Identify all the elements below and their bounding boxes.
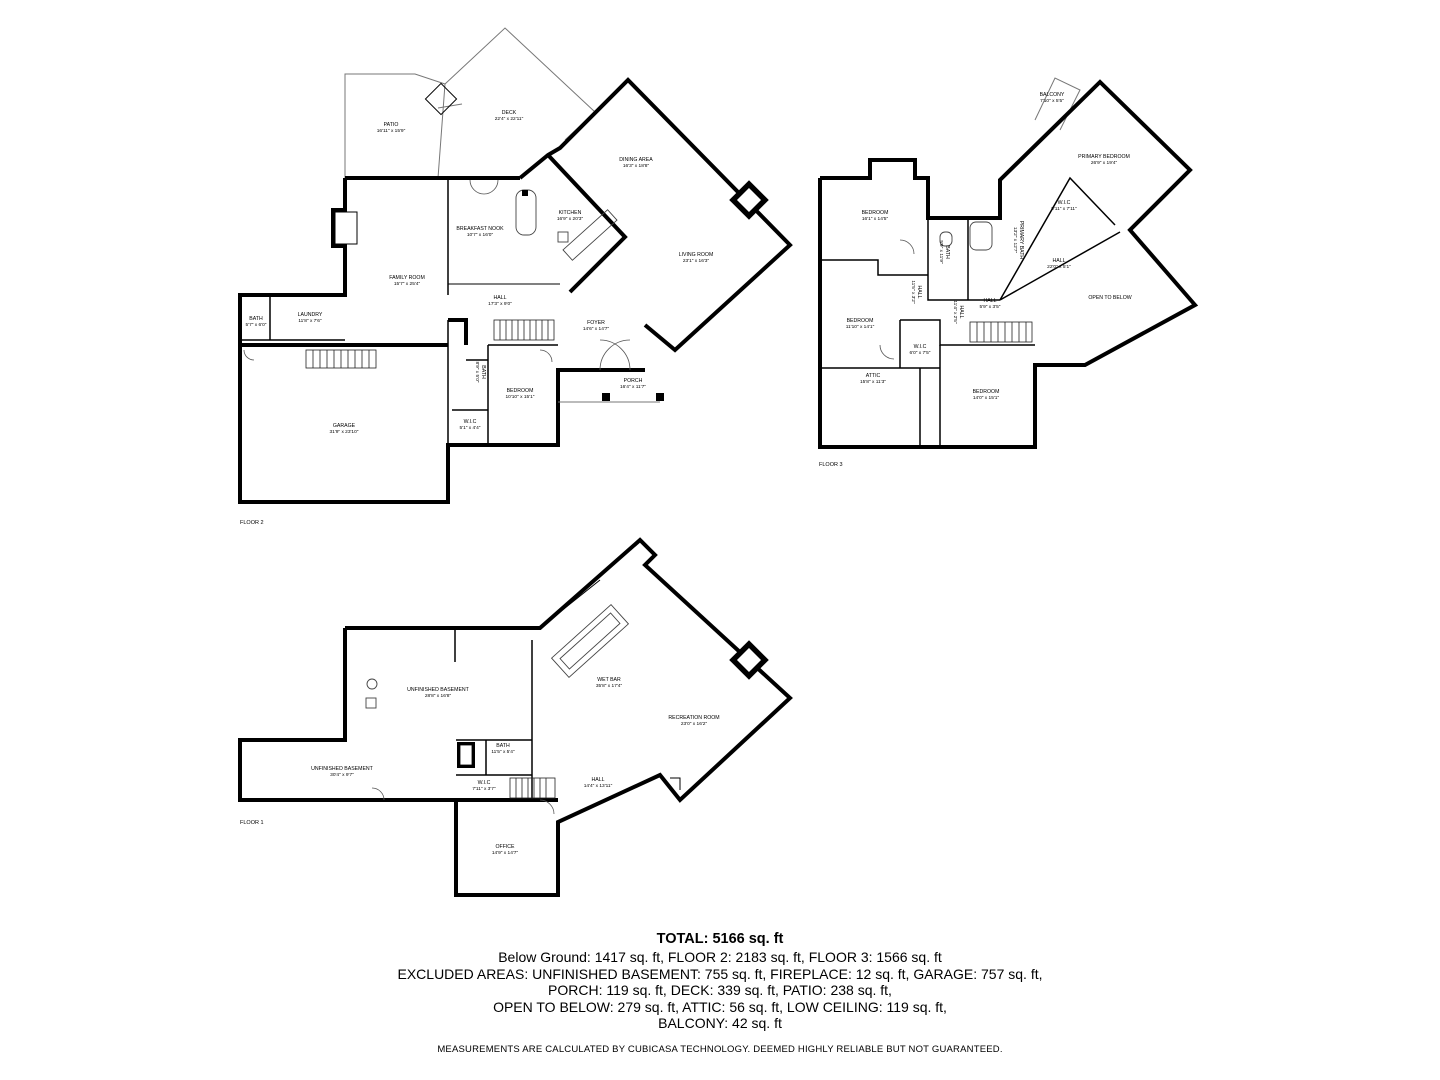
room-dims: 16'11" x 15'9"	[377, 128, 406, 134]
room-dims: 11'5" x 3'2"	[910, 280, 916, 304]
room-dims: 16'9" x 20'3"	[557, 216, 584, 222]
room-name: BATH	[249, 316, 263, 322]
room-dims: 16'1" x 14'5"	[862, 216, 889, 222]
room-dims: 10'7" x 16'0"	[467, 232, 494, 238]
room-dims: 7'10" x 5'5"	[1040, 98, 1064, 104]
room-name: BEDROOM	[862, 210, 889, 216]
room-name: BEDROOM	[507, 388, 534, 394]
room-name: FAMILY ROOM	[389, 275, 425, 281]
room-name: W.I.C	[914, 344, 927, 350]
room-dims: 5'1" x 4'4"	[460, 425, 481, 431]
room-name: HALL	[592, 777, 605, 783]
floor-1-plan	[238, 537, 793, 897]
room-name: HALL	[984, 298, 997, 304]
room-dims: 5'9" x 3'5"	[980, 304, 1001, 310]
room-dims: 15'8" x 11'3"	[860, 379, 886, 385]
room-dims: 9'11" x 7'11"	[1051, 206, 1077, 212]
summary-line: OPEN TO BELOW: 279 sq. ft, ATTIC: 56 sq.…	[493, 998, 947, 1015]
room-dims: 16'4" x 11'7"	[620, 384, 646, 390]
room-name: OPEN TO BELOW	[1088, 295, 1131, 301]
room-name: FOYER	[587, 320, 605, 326]
room-name: PRIMARY BEDROOM	[1078, 154, 1130, 160]
room-name: BALCONY	[1040, 92, 1065, 98]
floor-2-labels: PATIO 16'11" x 15'9" DECK 22'4" x 22'11"…	[240, 110, 713, 526]
room-dims: 11'10" x 14'1"	[846, 324, 875, 330]
room-name: BEDROOM	[973, 389, 1000, 395]
floor-label: FLOOR 3	[819, 462, 843, 468]
area-summary: TOTAL: 5166 sq. ft Below Ground: 1417 sq…	[0, 930, 1440, 1032]
room-dims: 11'5" x 5'4"	[491, 749, 515, 755]
room-name: OFFICE	[495, 844, 515, 850]
room-dims: 30'4" x 9'7"	[330, 772, 354, 778]
room-dims: 11'4" x 2'5"	[952, 300, 958, 324]
room-name: PORCH	[624, 378, 643, 384]
room-dims: 5'7" x 6'0"	[246, 322, 267, 328]
room-name: GARAGE	[333, 423, 356, 429]
room-name: DINING AREA	[619, 157, 653, 163]
room-dims: 13'2" x 12'7"	[1012, 227, 1018, 254]
room-name: BREAKFAST NOOK	[456, 226, 504, 232]
room-name: BATH	[480, 365, 486, 379]
summary-line: PORCH: 119 sq. ft, DECK: 339 sq. ft, PAT…	[548, 982, 892, 998]
room-name: W.I.C	[464, 419, 477, 425]
floor-label: FLOOR 1	[240, 820, 264, 826]
room-dims: 11'8" x 7'6"	[298, 318, 322, 324]
room-dims: 14'9" x 14'7"	[492, 850, 519, 856]
room-name: DECK	[502, 110, 517, 116]
summary-line: EXCLUDED AREAS: UNFINISHED BASEMENT: 755…	[397, 965, 1043, 982]
room-name: UNFINISHED BASEMENT	[407, 687, 470, 693]
room-name: HALL	[958, 306, 964, 319]
room-dims: 10'10" x 15'1"	[506, 394, 535, 400]
room-dims: 8'9" x 5'0"	[474, 362, 480, 383]
room-dims: 17'3" x 9'0"	[488, 301, 512, 307]
room-name: W.I.C	[1058, 200, 1071, 206]
room-dims: 22'4" x 22'11"	[495, 116, 524, 122]
floor-2-plan	[238, 27, 793, 504]
room-name: LIVING ROOM	[679, 252, 714, 258]
room-dims: 14'4" x 13'11"	[584, 783, 613, 789]
room-dims: 23'0" x 16'2"	[681, 721, 708, 727]
room-name: ATTIC	[866, 373, 881, 379]
room-name: RECREATION ROOM	[668, 715, 719, 721]
room-name: LAUNDRY	[298, 312, 323, 318]
total-area: TOTAL: 5166 sq. ft	[656, 931, 784, 947]
summary-line: Below Ground: 1417 sq. ft, FLOOR 2: 2183…	[498, 949, 942, 965]
room-name: KITCHEN	[559, 210, 582, 216]
room-name: WET BAR	[597, 677, 621, 683]
room-dims: 14'0" x 15'1"	[973, 395, 1000, 401]
room-name: BATH	[944, 245, 950, 259]
room-name: UNFINISHED BASEMENT	[311, 766, 374, 772]
floor-3-plan	[818, 77, 1199, 449]
room-name: BEDROOM	[847, 318, 874, 324]
room-name: BATH	[496, 743, 510, 749]
floor-3-labels: BALCONY 7'10" x 5'5" PRIMARY BEDROOM 26'…	[819, 92, 1132, 468]
room-dims: 35'8" x 17'4"	[596, 683, 623, 689]
room-dims: 28'8" x 16'8"	[425, 693, 452, 699]
room-dims: 16'3" x 18'8"	[623, 163, 650, 169]
room-dims: 14'6" x 14'7"	[583, 326, 610, 332]
room-dims: 31'9" x 23'10"	[330, 429, 359, 435]
floor-1-labels: UNFINISHED BASEMENT 28'8" x 16'8" UNFINI…	[240, 677, 720, 856]
room-name: W.I.C	[478, 780, 491, 786]
summary-line: BALCONY: 42 sq. ft	[658, 1015, 782, 1031]
room-dims: 5'9" x 11'9"	[938, 240, 944, 264]
disclaimer: MEASUREMENTS ARE CALCULATED BY CUBICASA …	[437, 1044, 1003, 1055]
room-dims: 26'9" x 19'4"	[1091, 160, 1118, 166]
room-dims: 7'11" x 3'7"	[472, 786, 496, 792]
room-name: HALL	[1053, 258, 1066, 264]
floor-label: FLOOR 2	[240, 520, 264, 526]
room-name: PRIMARY BATH	[1018, 221, 1024, 260]
room-dims: 23'1" x 16'3"	[683, 258, 710, 264]
room-dims: 15'7" x 25'4"	[394, 281, 421, 287]
room-name: HALL	[494, 295, 507, 301]
room-name: HALL	[916, 286, 922, 299]
room-dims: 22'0" x 5'1"	[1047, 264, 1071, 270]
room-name: PATIO	[384, 122, 399, 128]
room-dims: 6'0" x 7'5"	[910, 350, 931, 356]
